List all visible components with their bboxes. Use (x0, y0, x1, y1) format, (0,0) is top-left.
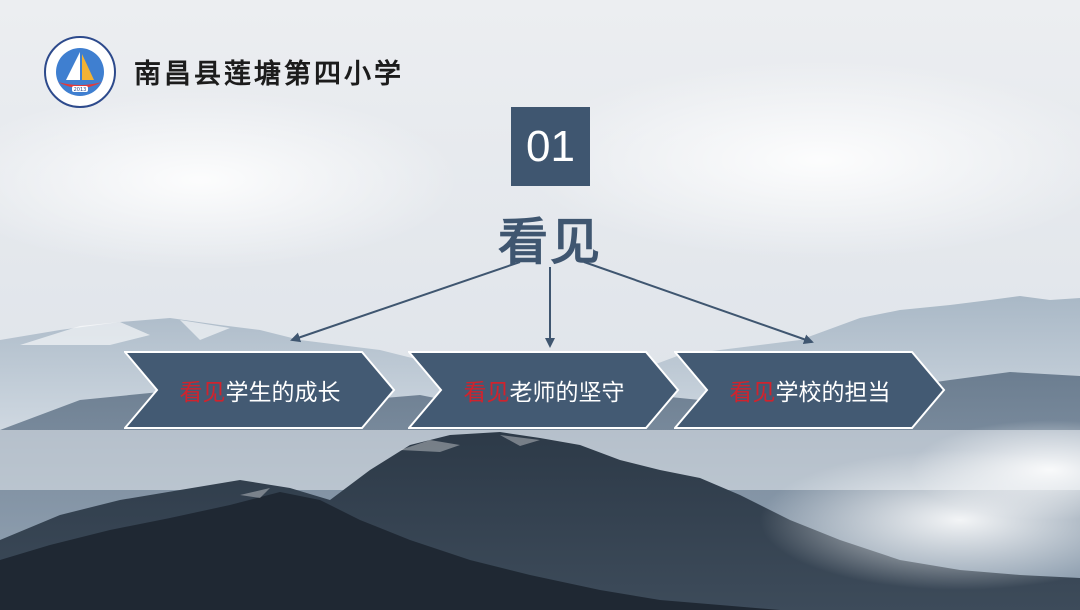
item-label-3: 看见学校的担当 (674, 351, 946, 429)
item-highlight-2: 看见 (464, 373, 510, 407)
item-label-2: 看见老师的坚守 (408, 351, 680, 429)
item-highlight-1: 看见 (180, 373, 226, 407)
arrow-right (584, 262, 812, 342)
arrow-left (292, 262, 520, 340)
item-text-3: 学校的担当 (776, 373, 891, 407)
item-text-2: 老师的坚守 (510, 373, 625, 407)
item-label-1: 看见学生的成长 (124, 351, 396, 429)
item-text-1: 学生的成长 (226, 373, 341, 407)
item-highlight-3: 看见 (730, 373, 776, 407)
